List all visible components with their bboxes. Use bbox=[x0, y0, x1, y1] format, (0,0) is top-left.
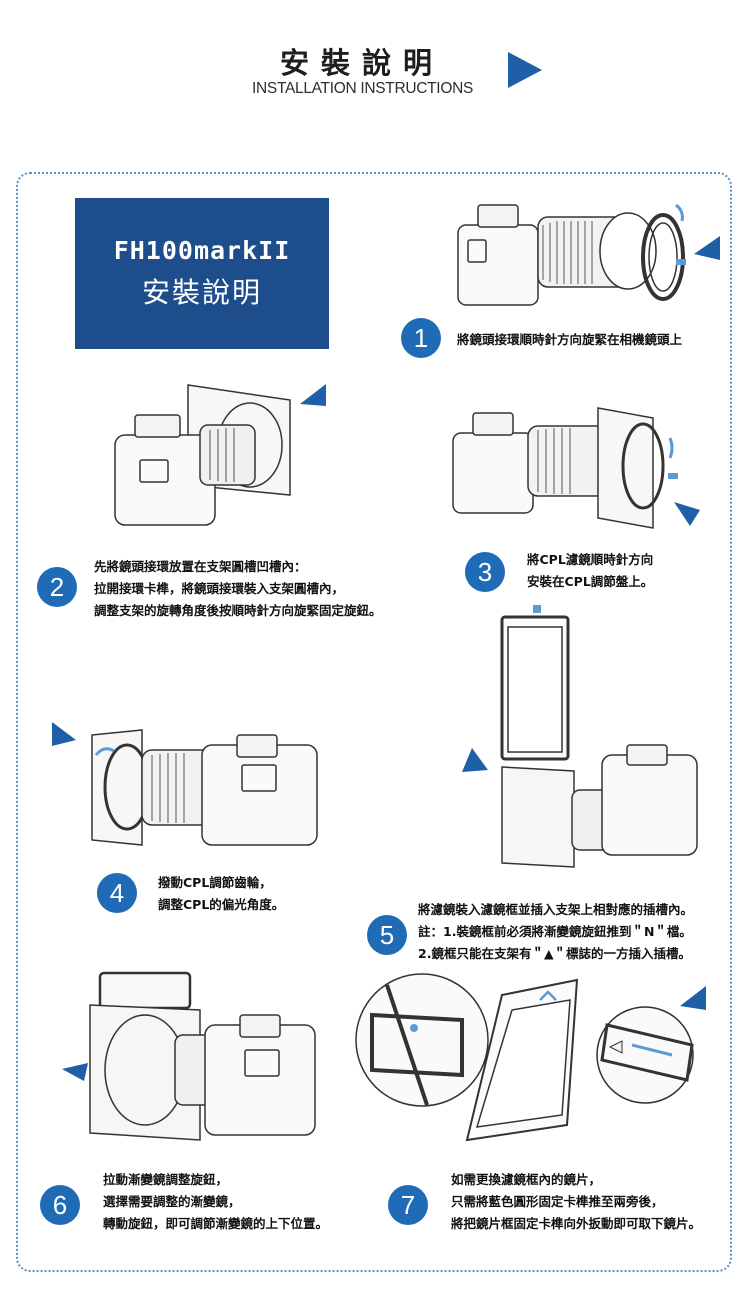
pointer-arrow-icon bbox=[300, 384, 326, 406]
step4-illustration bbox=[91, 729, 318, 846]
step1-line: 將鏡頭接環順時針方向旋緊在相機鏡頭上 bbox=[457, 332, 683, 347]
step2-line: 拉開接環卡榫，將鏡頭接環裝入支架圓槽內， bbox=[94, 581, 345, 596]
step2-line: 調整支架的旋轉角度後按順時針方向旋緊固定旋鈕。 bbox=[94, 603, 382, 618]
step7-illustration bbox=[355, 973, 694, 1142]
step6-line: 選擇需要調整的漸變鏡， bbox=[103, 1194, 241, 1209]
step4-text: 撥動CPL調節齒輪， 調整CPL的偏光角度。 bbox=[158, 872, 284, 916]
instructions-frame bbox=[16, 172, 732, 1272]
pointer-arrow-icon bbox=[462, 748, 488, 772]
step6-text: 拉動漸變鏡調整旋鈕， 選擇需要調整的漸變鏡， 轉動旋鈕，即可調節漸變鏡的上下位置… bbox=[103, 1169, 328, 1235]
pointer-arrow-icon bbox=[52, 722, 76, 746]
pointer-arrow-icon bbox=[674, 502, 700, 526]
step7-text: 如需更換濾鏡框內的鏡片， 只需將藍色圓形固定卡榫推至兩旁後， 將把鏡片框固定卡榫… bbox=[451, 1169, 701, 1235]
step5-line: 註：1.裝鏡框前必須將漸變鏡旋鈕推到＂N＂檔。 bbox=[418, 924, 692, 939]
pointer-arrow-icon bbox=[680, 986, 706, 1010]
step2-illustration bbox=[114, 384, 291, 526]
step5-number: 5 bbox=[367, 915, 407, 955]
step7-line: 如需更換濾鏡框內的鏡片， bbox=[451, 1172, 602, 1187]
page-subtitle: INSTALLATION INSTRUCTIONS bbox=[252, 80, 474, 97]
step3-line: 將CPL濾鏡順時針方向 bbox=[527, 552, 654, 567]
step7-number: 7 bbox=[388, 1185, 428, 1225]
step1-illustration bbox=[457, 203, 686, 306]
step3-text: 將CPL濾鏡順時針方向 安裝在CPL調節盤上。 bbox=[527, 549, 653, 593]
step5-line: 將濾鏡裝入濾鏡框並插入支架上相對應的插槽內。 bbox=[418, 902, 694, 917]
step4-line: 撥動CPL調節齒輪， bbox=[158, 875, 272, 890]
model-name: FH100markII bbox=[113, 236, 291, 265]
step1-text: 將鏡頭接環順時針方向旋緊在相機鏡頭上 bbox=[457, 329, 682, 351]
pointer-arrow-icon bbox=[62, 1063, 88, 1081]
step7-line: 只需將藍色圓形固定卡榫推至兩旁後， bbox=[451, 1194, 664, 1209]
step7-line: 將把鏡片框固定卡榫向外扳動即可取下鏡片。 bbox=[451, 1216, 702, 1231]
step1-number: 1 bbox=[401, 318, 441, 358]
step5-text: 將濾鏡裝入濾鏡框並插入支架上相對應的插槽內。 註：1.裝鏡框前必須將漸變鏡旋鈕推… bbox=[418, 899, 693, 965]
step2-number: 2 bbox=[37, 567, 77, 607]
step2-line: 先將鏡頭接環放置在支架圓槽凹槽內： bbox=[94, 559, 307, 574]
step4-line: 調整CPL的偏光角度。 bbox=[158, 897, 285, 912]
step5-line: 2.鏡框只能在支架有＂▲＂標誌的一方插入插槽。 bbox=[418, 946, 692, 961]
step3-illustration bbox=[452, 407, 678, 529]
step3-line: 安裝在CPL調節盤上。 bbox=[527, 574, 654, 589]
step4-number: 4 bbox=[97, 873, 137, 913]
step3-number: 3 bbox=[465, 552, 505, 592]
step6-illustration bbox=[89, 971, 316, 1141]
play-arrow-icon bbox=[508, 52, 542, 88]
step5-illustration bbox=[500, 605, 698, 868]
model-subtitle: 安裝說明 bbox=[141, 276, 262, 309]
step6-line: 拉動漸變鏡調整旋鈕， bbox=[103, 1172, 229, 1187]
step2-text: 先將鏡頭接環放置在支架圓槽凹槽內： 拉開接環卡榫，將鏡頭接環裝入支架圓槽內， 調… bbox=[94, 556, 382, 622]
model-title-box: FH100markII 安裝說明 bbox=[75, 198, 329, 349]
step6-number: 6 bbox=[40, 1185, 80, 1225]
step6-line: 轉動旋鈕，即可調節漸變鏡的上下位置。 bbox=[103, 1216, 329, 1231]
page-title: 安裝說明 bbox=[280, 46, 445, 80]
pointer-arrow-icon bbox=[694, 236, 720, 260]
